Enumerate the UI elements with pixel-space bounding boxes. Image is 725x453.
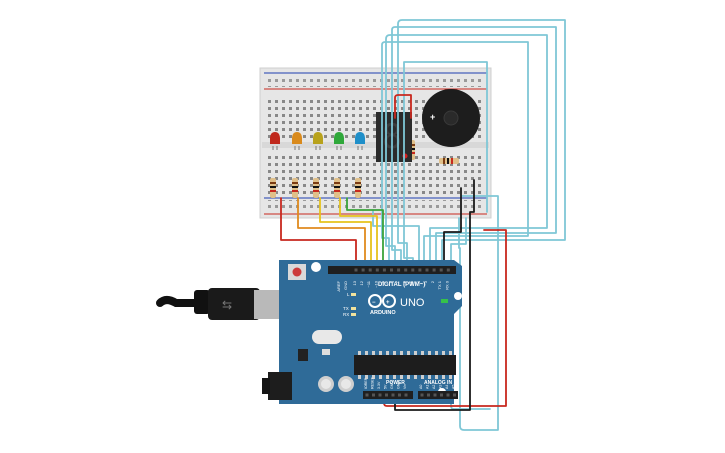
digital-pin (361, 268, 365, 272)
digital-pin (418, 268, 422, 272)
model-label: UNO (400, 297, 425, 309)
digital-pin (390, 268, 393, 272)
power-label: POWER (386, 380, 405, 386)
chip-pins (358, 351, 452, 379)
resistor-3 (313, 178, 319, 198)
arduino-logo-icon: − + (368, 294, 396, 308)
power-pin-label: GND (397, 381, 401, 389)
led-group (270, 132, 365, 150)
analog-pin-label: A1 (426, 385, 430, 389)
digital-pin (397, 268, 401, 272)
analog-pin-label: A0 (419, 385, 423, 389)
digital-pin (439, 268, 443, 272)
resistor-buzzer (439, 158, 459, 164)
digital-pin (354, 268, 358, 272)
digital-pin-label: ~10 (373, 280, 378, 288)
power-pin-label: Vin (403, 384, 407, 389)
analog-pin-label: A3 (439, 385, 443, 389)
digital-pin-label: ~3 (423, 280, 428, 285)
l-label: L (347, 292, 350, 297)
power-pin-label: GND (390, 381, 394, 389)
led-resistors (270, 140, 459, 198)
resistor-4 (334, 178, 340, 198)
gnd-label: GND (343, 281, 348, 290)
resistor-2 (292, 178, 298, 198)
digital-pin-label: ~5 (409, 280, 414, 285)
digital-pin-label: 12 (359, 280, 364, 285)
digital-pin-label: ~11 (366, 280, 371, 287)
digital-pin (404, 268, 408, 272)
digital-pin-label: ~9 (380, 280, 385, 285)
led-yellow (313, 132, 323, 150)
power-pin-label: IOREF (364, 377, 368, 389)
svg-text:+: + (430, 112, 435, 122)
digital-pin (425, 268, 429, 272)
wires (280, 19, 566, 431)
tx-label: TX (343, 306, 349, 311)
power-pin-label: 3.3V (377, 381, 381, 389)
digital-pin-label: RX 0 (444, 280, 449, 290)
analog-label: ANALOG IN (424, 380, 452, 386)
digital-pin-label: ~6 (402, 280, 407, 285)
led-green (334, 132, 344, 150)
resistor-1 (270, 178, 276, 198)
rx-label: RX (343, 312, 349, 317)
digital-pin-label: 2 (430, 280, 435, 283)
digital-pin (368, 268, 372, 272)
aref-label: AREF (336, 280, 341, 291)
microcontroller-chip (354, 355, 456, 375)
digital-pin (411, 268, 415, 272)
svg-text:+: + (386, 300, 390, 306)
digital-pin-label: 7 (395, 280, 400, 283)
brand-label: ARDUINO (370, 310, 396, 316)
digital-pin-label: 4 (416, 280, 421, 283)
led-orange (292, 132, 302, 150)
digital-pin (375, 268, 379, 272)
analog-pin-label: A5 (452, 385, 456, 389)
digital-pin (382, 268, 386, 272)
led-red (270, 132, 280, 150)
power-pin-label: 5V (384, 384, 388, 389)
digital-pin (432, 268, 436, 272)
piezo-buzzer: + (422, 89, 480, 147)
led-blue (355, 132, 365, 150)
digital-pin (446, 268, 450, 272)
analog-pin-label: A4 (445, 385, 449, 389)
digital-pin-label: 13 (352, 280, 357, 285)
digital-pin-label: 8 (388, 280, 393, 283)
resistor-5 (355, 178, 361, 198)
svg-text:⇆: ⇆ (222, 298, 232, 312)
usb-cable: ⇆ (156, 288, 284, 320)
power-pin-label: RESET (371, 376, 375, 389)
analog-pin-label: A2 (432, 385, 436, 389)
digital-pin-label: TX 1 (437, 280, 442, 289)
digital-label: DIGITAL (PWM~) (378, 282, 425, 288)
svg-text:−: − (372, 300, 376, 306)
